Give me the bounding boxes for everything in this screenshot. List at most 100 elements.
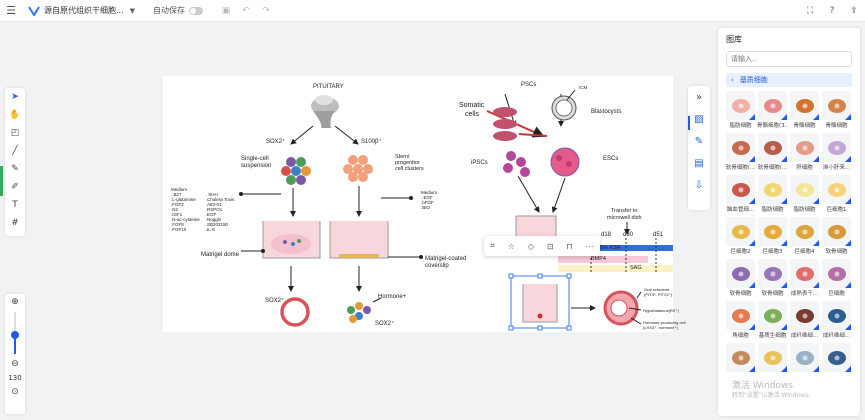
- save-icon[interactable]: ▣: [221, 5, 231, 16]
- canvas-page[interactable]: PITUITARY SOX2⁺ S100β⁺ Single-cell suspe…: [163, 76, 685, 332]
- library-item[interactable]: 骨骼细胞: [822, 91, 851, 129]
- library-item[interactable]: 骨骼细胞(3...: [757, 91, 788, 129]
- library-item[interactable]: 基质生细胞: [758, 301, 787, 339]
- cell-thumbnail-icon[interactable]: [822, 217, 851, 246]
- library-search-input[interactable]: [731, 55, 851, 63]
- brush-tool-icon[interactable]: ✐: [11, 182, 19, 192]
- help-icon[interactable]: ?: [829, 6, 835, 16]
- cell-thumbnail-icon[interactable]: [758, 259, 787, 288]
- library-item[interactable]: 软骨细胞(...: [758, 133, 787, 171]
- more-icon[interactable]: ⋯: [585, 241, 594, 251]
- cell-thumbnail-icon[interactable]: [758, 175, 787, 204]
- fit-view-icon[interactable]: ⊙: [11, 387, 19, 397]
- library-category[interactable]: ‹ 基质细胞: [726, 73, 852, 87]
- library-item[interactable]: 巨细胞1: [822, 175, 851, 213]
- cell-thumbnail-icon[interactable]: [758, 133, 787, 162]
- top-bar: ☰ 源自原代组织干细胞... ▼ 自动保存 ▣ ↶ ↷ ⛶ ? ⇪: [0, 0, 865, 22]
- crop-icon[interactable]: ⌗: [490, 241, 495, 250]
- library-item[interactable]: 巨细胞3: [758, 217, 787, 255]
- library-item[interactable]: 成纤维细...: [822, 301, 851, 339]
- label-d51: d51: [653, 232, 664, 238]
- library-item[interactable]: [822, 343, 851, 381]
- cell-thumbnail-icon[interactable]: [822, 133, 851, 162]
- library-item-label: 软骨细胞(...: [725, 165, 756, 171]
- library-item[interactable]: 脂肪细胞: [726, 91, 755, 129]
- undo-icon[interactable]: ↶: [242, 5, 250, 16]
- grid-tool-icon[interactable]: #: [11, 218, 19, 228]
- cell-thumbnail-icon[interactable]: [726, 343, 755, 372]
- library-item[interactable]: 角细胞: [726, 301, 755, 339]
- cell-thumbnail-icon[interactable]: [726, 91, 755, 120]
- menu-icon[interactable]: ☰: [6, 4, 16, 17]
- library-item[interactable]: 巨细胞4: [790, 217, 819, 255]
- label-icm: ICM: [579, 85, 588, 90]
- hand-tool-icon[interactable]: ✋: [9, 110, 21, 120]
- cell-thumbnail-icon[interactable]: [758, 301, 787, 330]
- select-tool-icon[interactable]: ➤: [11, 92, 19, 102]
- cell-thumbnail-icon[interactable]: [822, 301, 851, 330]
- cell-thumbnail-icon[interactable]: [726, 259, 755, 288]
- favorite-icon[interactable]: ☆: [507, 241, 515, 251]
- chevron-left-icon[interactable]: ‹: [731, 76, 734, 84]
- folder-icon[interactable]: ▤: [694, 157, 704, 169]
- autosave-toggle[interactable]: [189, 6, 204, 15]
- cell-thumbnail-icon[interactable]: [790, 343, 819, 372]
- cell-thumbnail-icon[interactable]: [726, 301, 755, 330]
- zoom-slider[interactable]: [5, 310, 25, 356]
- draw-icon[interactable]: ✎: [694, 135, 704, 147]
- library-item[interactable]: 巨细胞: [822, 259, 851, 297]
- library-item[interactable]: [790, 343, 819, 381]
- label-d18: d18: [601, 232, 612, 238]
- cell-thumbnail-icon[interactable]: [790, 301, 819, 330]
- zoom-slider-knob[interactable]: [11, 331, 19, 339]
- fullscreen-icon[interactable]: ⛶: [806, 6, 814, 16]
- library-item[interactable]: 脂肪细胞: [790, 175, 819, 213]
- cell-thumbnail-icon[interactable]: [790, 91, 819, 120]
- library-item[interactable]: 巨细胞2: [726, 217, 755, 255]
- chevron-down-icon[interactable]: ▼: [129, 6, 136, 15]
- library-search[interactable]: [726, 51, 852, 67]
- cell-thumbnail-icon[interactable]: [758, 91, 787, 120]
- library-item[interactable]: 肝细胞: [790, 133, 819, 171]
- library-item[interactable]: 软骨细胞: [726, 259, 755, 297]
- cell-thumbnail-icon[interactable]: [790, 133, 819, 162]
- library-item[interactable]: 成熟表干...: [790, 259, 819, 297]
- zoom-out-icon[interactable]: ⊖: [11, 359, 19, 369]
- library-item[interactable]: [726, 343, 755, 381]
- library-item[interactable]: 脑血管细...: [726, 175, 755, 213]
- document-title[interactable]: 源自原代组织干细胞...: [44, 6, 124, 15]
- library-item[interactable]: 成纤维细...: [790, 301, 819, 339]
- library-item[interactable]: [758, 343, 787, 381]
- gallery-icon[interactable]: ▨: [694, 113, 704, 125]
- cell-thumbnail-icon[interactable]: [790, 175, 819, 204]
- library-item[interactable]: 淋小肝来...: [822, 133, 851, 171]
- fit-icon[interactable]: ⊡: [546, 241, 554, 251]
- shape-tool-icon[interactable]: ◰: [10, 128, 20, 138]
- cell-thumbnail-icon[interactable]: [790, 259, 819, 288]
- library-item[interactable]: 脂肪细胞: [758, 175, 787, 213]
- line-tool-icon[interactable]: ╱: [12, 146, 18, 156]
- redo-icon[interactable]: ↷: [262, 5, 270, 16]
- cell-thumbnail-icon[interactable]: [822, 175, 851, 204]
- library-item[interactable]: 软骨细胞: [758, 259, 787, 297]
- upload-icon[interactable]: ⇩: [694, 179, 704, 191]
- cell-thumbnail-icon[interactable]: [822, 259, 851, 288]
- cell-thumbnail-icon[interactable]: [758, 217, 787, 246]
- text-tool-icon[interactable]: T: [12, 200, 18, 210]
- cell-thumbnail-icon[interactable]: [726, 175, 755, 204]
- cell-thumbnail-icon[interactable]: [822, 91, 851, 120]
- library-item[interactable]: 软骨细胞: [822, 217, 851, 255]
- lock-icon[interactable]: ⊓: [566, 241, 573, 251]
- library-item[interactable]: 骨骼细胞: [790, 91, 819, 129]
- export-icon[interactable]: ⇪: [850, 6, 858, 16]
- style-icon[interactable]: ◇: [527, 241, 534, 251]
- cell-thumbnail-icon[interactable]: [822, 343, 851, 372]
- cell-thumbnail-icon[interactable]: [726, 133, 755, 162]
- collapse-panel-icon[interactable]: »: [695, 91, 703, 103]
- library-item[interactable]: 软骨细胞(...: [726, 133, 755, 171]
- cell-thumbnail-icon[interactable]: [758, 343, 787, 372]
- cell-thumbnail-icon[interactable]: [726, 217, 755, 246]
- cell-thumbnail-icon[interactable]: [790, 217, 819, 246]
- zoom-in-icon[interactable]: ⊕: [11, 297, 19, 307]
- pen-tool-icon[interactable]: ✎: [11, 164, 19, 174]
